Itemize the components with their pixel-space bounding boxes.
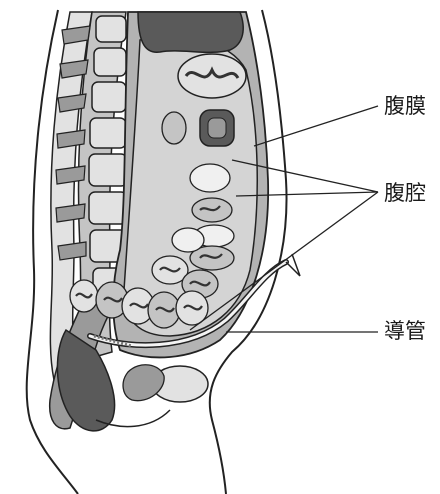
vertebra [96, 16, 126, 42]
vertebra [92, 82, 126, 112]
intestine-loop [190, 164, 230, 192]
intestine-loop [172, 228, 204, 252]
pancreas [162, 112, 186, 144]
vertebra [90, 118, 126, 148]
vertebra [89, 154, 127, 186]
label-peritoneum: 腹膜 [384, 96, 426, 117]
label-peritoneal-cavity: 腹腔 [384, 183, 426, 204]
vertebra [89, 192, 127, 224]
stomach [138, 12, 243, 52]
label-catheter: 導管 [384, 321, 426, 342]
duodenum-lumen [208, 118, 226, 138]
vertebra [94, 48, 126, 76]
leader-peritoneum [254, 106, 378, 146]
